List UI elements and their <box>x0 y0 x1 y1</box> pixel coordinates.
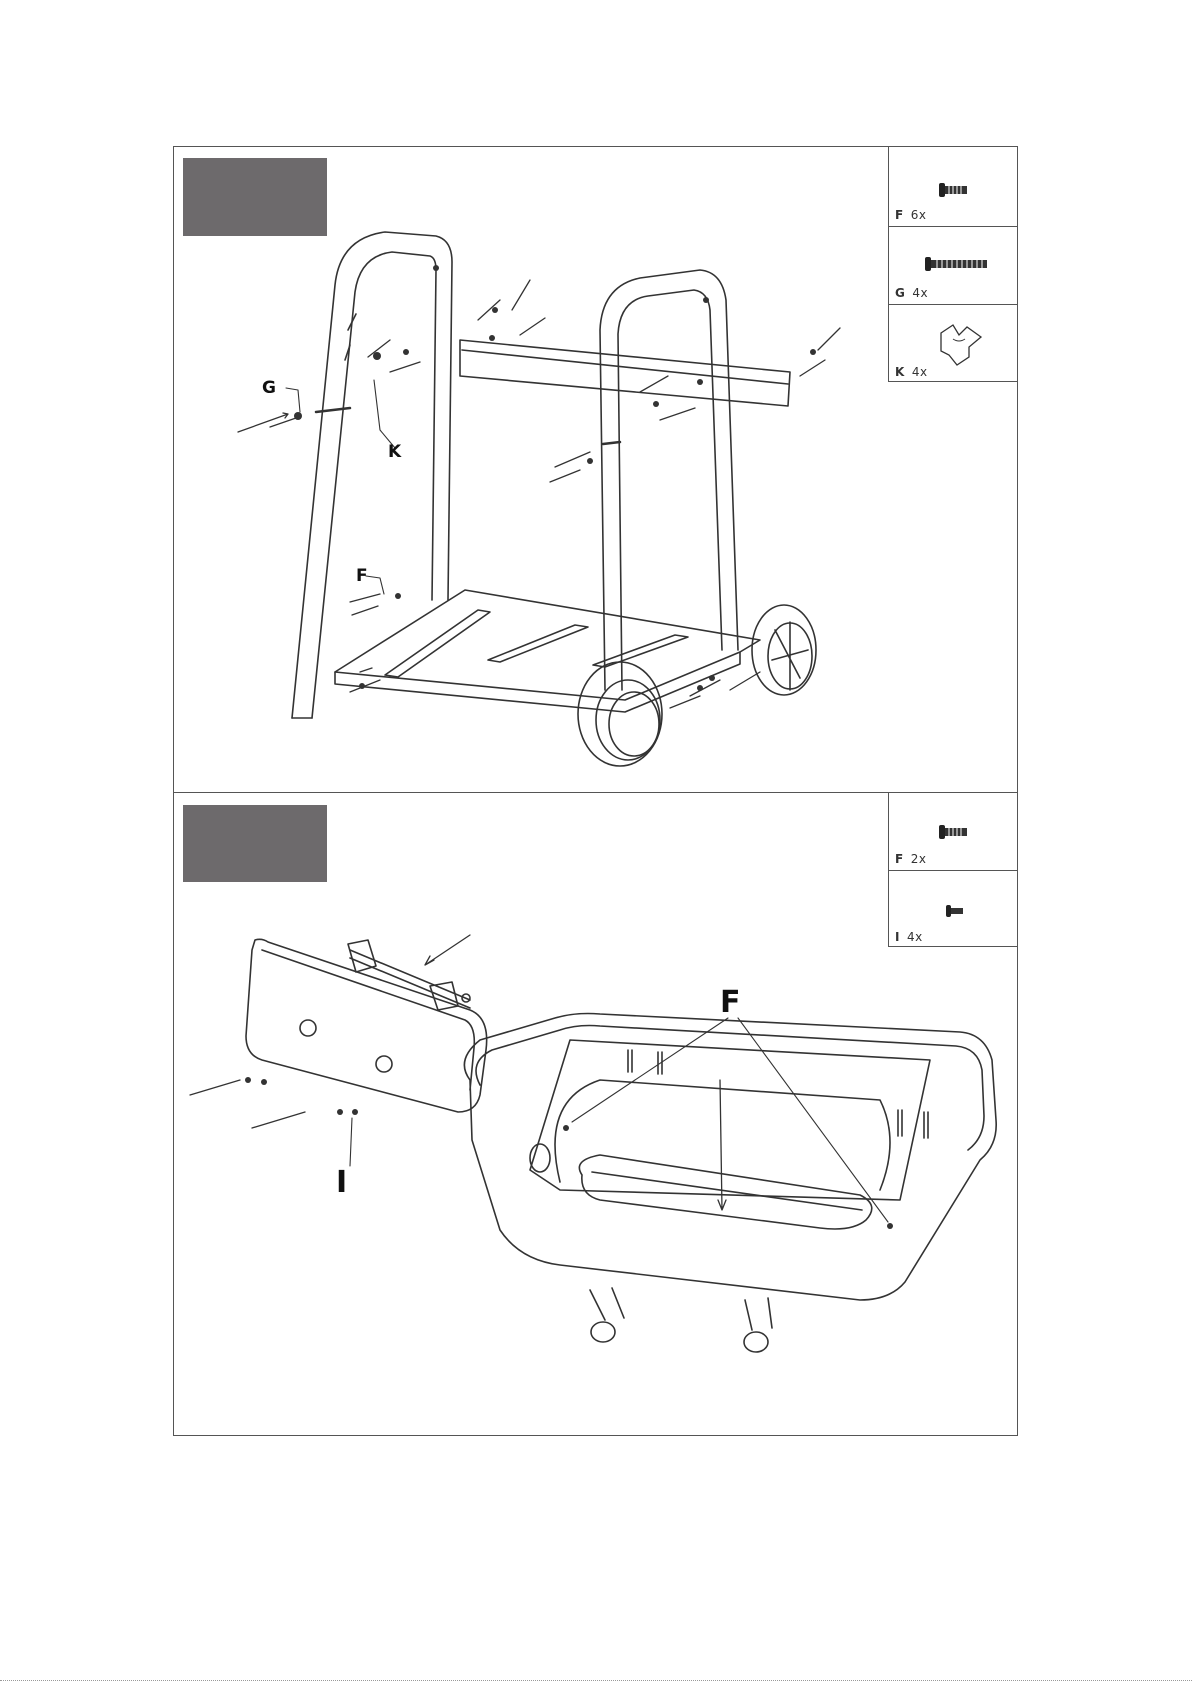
callout-i: I <box>336 1165 347 1200</box>
callout-f-large: F <box>720 985 741 1020</box>
page-edge-line <box>0 1680 1192 1683</box>
